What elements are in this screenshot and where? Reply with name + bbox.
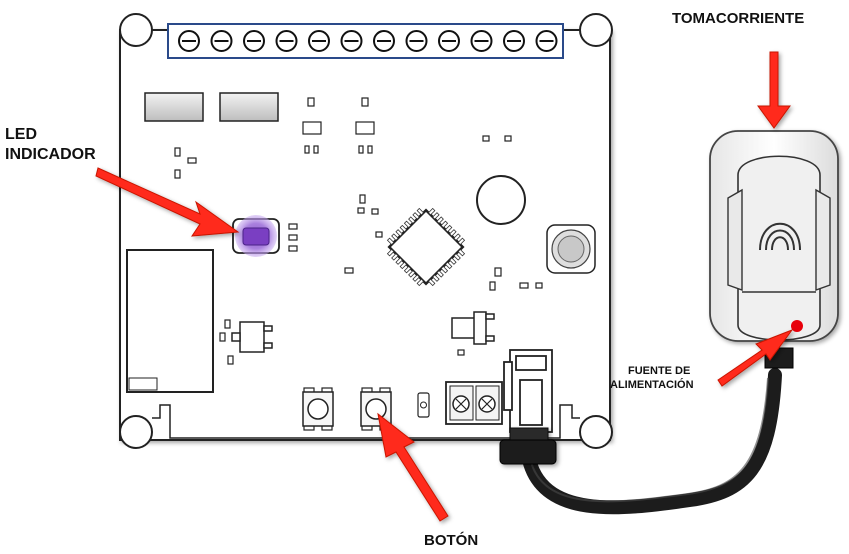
mcu-pin	[427, 278, 436, 287]
arrow-fuente	[717, 328, 794, 387]
microcontroller	[386, 207, 466, 287]
mcu-pin	[403, 265, 412, 274]
mcu-pin	[412, 212, 420, 220]
voltage-regulator	[451, 311, 495, 345]
mcu-pin	[386, 237, 395, 246]
power-cable	[521, 368, 782, 515]
terminal-block	[167, 23, 564, 59]
relay-right	[219, 92, 279, 122]
mcu-pin	[449, 257, 457, 265]
mcu-pin	[449, 229, 457, 237]
mounting-holes	[119, 13, 613, 449]
mcu-pin	[440, 265, 449, 274]
arrow-tomacorriente	[757, 51, 791, 129]
power-terminal	[445, 381, 503, 425]
inductor	[546, 224, 596, 274]
mcu-pin	[416, 207, 425, 216]
push-button-left	[302, 387, 334, 431]
mcu-pin	[453, 253, 461, 261]
relay-left	[144, 92, 204, 122]
mcu-pin	[399, 261, 408, 270]
mcu-pin	[457, 248, 466, 257]
mcu-pin	[444, 224, 453, 233]
mcu-pin	[436, 216, 444, 224]
board-notch	[152, 404, 580, 439]
mcu-pin	[395, 257, 403, 265]
diode	[417, 392, 430, 418]
cable-plug	[499, 427, 557, 465]
label-fuente-line1: FUENTE DE	[628, 365, 690, 377]
buzzer	[476, 175, 526, 225]
transistor-1	[302, 97, 322, 154]
mcu-pin	[444, 261, 453, 270]
transistor-2	[355, 97, 375, 154]
mcu-pin	[457, 237, 466, 246]
regulator-left	[231, 321, 273, 353]
mcu-pin	[408, 216, 416, 224]
arrow-boton	[377, 412, 449, 522]
power-cable-highlight	[529, 377, 769, 503]
mcu-pin	[427, 207, 436, 216]
label-led-line2: INDICADOR	[5, 146, 96, 163]
mcu-pin	[440, 220, 449, 229]
label-fuente-line2: ALIMENTACIÓN	[610, 378, 694, 391]
smd-small-parts	[174, 135, 543, 365]
mcu-pin	[416, 278, 425, 287]
power-indicator-dot	[791, 320, 803, 332]
mcu-pin	[403, 220, 412, 229]
label-tomacorriente: TOMACORRIENTE	[672, 10, 804, 27]
label-boton: BOTÓN	[424, 531, 478, 549]
radio-module	[126, 249, 214, 393]
arrows	[95, 51, 794, 522]
mcu-pin	[408, 270, 416, 278]
mcu-pin	[436, 270, 444, 278]
mcu-pin	[453, 233, 461, 241]
led-indicator	[232, 215, 280, 257]
power-adapter	[727, 155, 831, 369]
mcu-pin	[395, 229, 403, 237]
label-led-line1: LED	[5, 126, 37, 143]
arrow-led	[95, 167, 240, 237]
mcu-pin	[412, 274, 420, 282]
dc-jack	[503, 349, 553, 433]
mcu-pin	[391, 253, 399, 261]
mcu-pin	[432, 274, 440, 282]
mcu-pin	[399, 224, 408, 233]
mcu-pin	[386, 248, 395, 257]
mcu-pin	[432, 212, 440, 220]
mcu-pin	[391, 233, 399, 241]
